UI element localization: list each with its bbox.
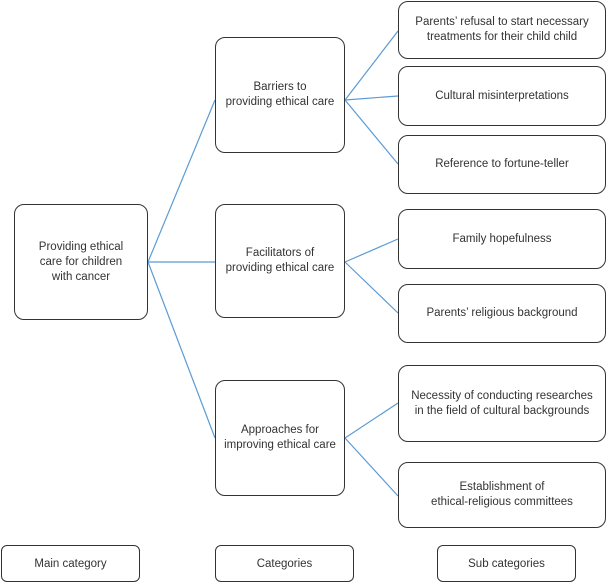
legend-sub-categories-label: Sub categories [468,557,545,570]
connector-main-approaches [147,261,216,439]
connector-barriers-sub2 [344,95,399,101]
category-label: Barriers to providing ethical care [225,81,335,108]
category-label: Facilitators of providing ethical care [225,247,335,274]
subcategory-box: Parents’ refusal to start necessary trea… [398,1,606,59]
subcategory-label: Parents’ refusal to start necessary trea… [415,16,589,43]
main-category-box: Providing ethical care for children with… [14,204,148,320]
subcategory-label: Family hopefulness [452,232,552,245]
subcategory-label: Parents’ religious background [426,307,578,319]
legend-sub-categories: Sub categories [437,545,576,582]
connector-barriers-sub3 [344,99,399,165]
category-label: Approaches for improving ethical care [224,424,336,451]
main-category-label: Providing ethical care for children with… [38,240,124,283]
connector-approaches-sub6 [344,402,399,439]
connector-approaches-sub7 [344,437,399,497]
category-box-approaches: Approaches for improving ethical care [215,380,345,496]
connector-barriers-sub1 [344,30,399,101]
subcategory-box: Parents’ religious background [398,284,606,343]
subcategory-label: Establishment of ethical-religious commi… [431,481,573,508]
subcategory-box: Reference to fortune-teller [398,135,606,194]
category-box-facilitators: Facilitators of providing ethical care [215,204,345,318]
legend-main-category-label: Main category [34,557,107,570]
subcategory-label: Reference to fortune-teller [435,158,569,170]
legend-categories-label: Categories [256,557,313,570]
subcategory-box: Establishment of ethical-religious commi… [398,462,606,528]
subcategory-box: Necessity of conducting researches in th… [398,365,606,442]
subcategory-box: Cultural misinterpretations [398,66,606,126]
subcategory-box: Family hopefulness [398,209,606,269]
category-box-barriers: Barriers to providing ethical care [215,37,345,153]
legend-categories: Categories [215,545,354,582]
connector-facilitators-sub5 [344,261,399,314]
connector-facilitators-sub4 [344,238,399,263]
connector-main-barriers [147,99,216,263]
subcategory-label: Necessity of conducting researches in th… [411,389,593,417]
subcategory-label: Cultural misinterpretations [435,89,569,102]
legend-main-category: Main category [1,545,140,582]
